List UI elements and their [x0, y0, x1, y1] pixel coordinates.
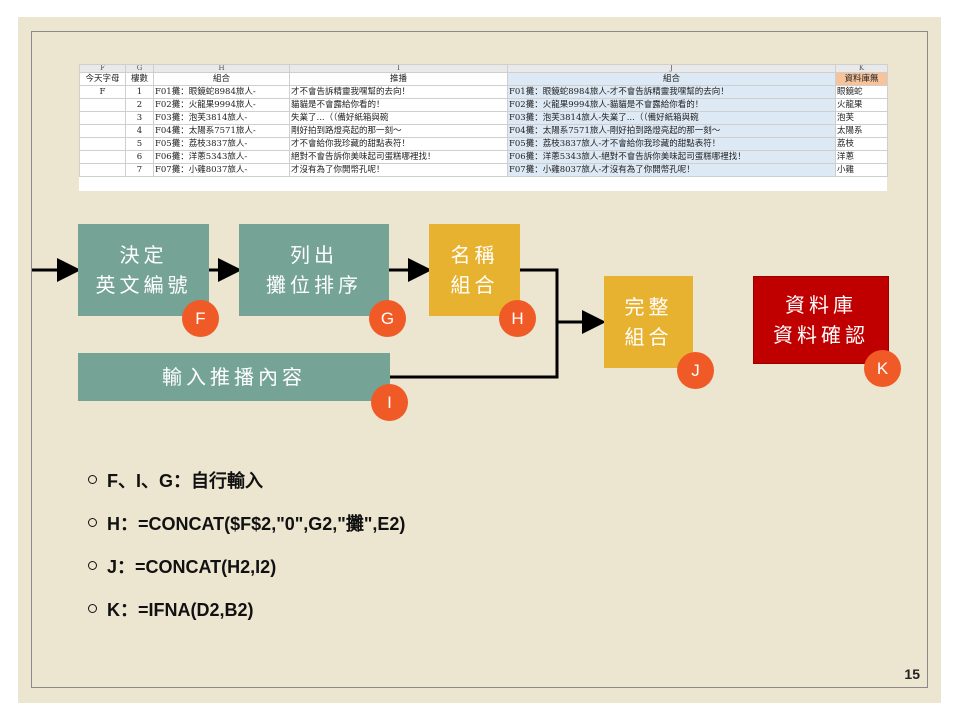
- step-i-box: 輸入推播內容: [78, 353, 390, 401]
- step-k-box: 資料庫 資料確認: [753, 276, 889, 364]
- bullet-item: F、I、G：自行輸入: [88, 458, 405, 501]
- bullet-item: K：=IFNA(D2,B2): [88, 587, 405, 630]
- slide-frame: [31, 31, 928, 688]
- badge-h: H: [499, 300, 536, 337]
- bullet-text: J：=CONCAT(H2,I2): [107, 556, 277, 577]
- bullet-dot-icon: [88, 561, 97, 570]
- bullet-dot-icon: [88, 475, 97, 484]
- badge-g: G: [369, 300, 406, 337]
- formula-list: F、I、G：自行輸入 H：=CONCAT($F$2,"0",G2,"攤",E2)…: [88, 458, 405, 630]
- bullet-text: K：=IFNA(D2,B2): [107, 599, 254, 620]
- badge-f: F: [182, 300, 219, 337]
- page-number: 15: [904, 666, 920, 682]
- header-cell: 資料庫無: [835, 72, 888, 86]
- table-cell: F04攤：太陽系7571旅人-剛好拍到路燈亮起的那一刻～: [507, 124, 836, 138]
- step-j-label: 完整 組合: [624, 295, 673, 349]
- step-g-label: 列出 攤位排序: [266, 243, 362, 297]
- step-h-label: 名稱 組合: [450, 243, 499, 297]
- bullet-text: H：=CONCAT($F$2,"0",G2,"攤",E2): [107, 513, 406, 534]
- bullet-item: H：=CONCAT($F$2,"0",G2,"攤",E2): [88, 501, 405, 544]
- badge-j: J: [677, 352, 714, 389]
- step-k-label: 資料庫 資料確認: [773, 293, 869, 347]
- badge-i: I: [371, 384, 408, 421]
- table-cell: F07攤：小雞8037旅人-才沒有為了你開幣孔呢！: [507, 163, 836, 177]
- step-i-label: 輸入推播內容: [162, 365, 306, 389]
- bullet-dot-icon: [88, 518, 97, 527]
- bullet-dot-icon: [88, 604, 97, 613]
- step-f-box: 決定 英文編號: [78, 224, 209, 316]
- badge-k: K: [864, 350, 901, 387]
- bullet-item: J：=CONCAT(H2,I2): [88, 544, 405, 587]
- step-h-box: 名稱 組合: [429, 224, 520, 316]
- step-f-label: 決定 英文編號: [95, 243, 192, 297]
- bullet-text: F、I、G：自行輸入: [107, 470, 263, 491]
- step-j-box: 完整 組合: [604, 276, 693, 368]
- table-cell: F06攤：洋蔥5343旅人-絕對不會告訴你美味起司蛋糕哪裡找！: [507, 150, 836, 164]
- table-cell: 小雞: [835, 163, 888, 177]
- step-g-box: 列出 攤位排序: [239, 224, 389, 316]
